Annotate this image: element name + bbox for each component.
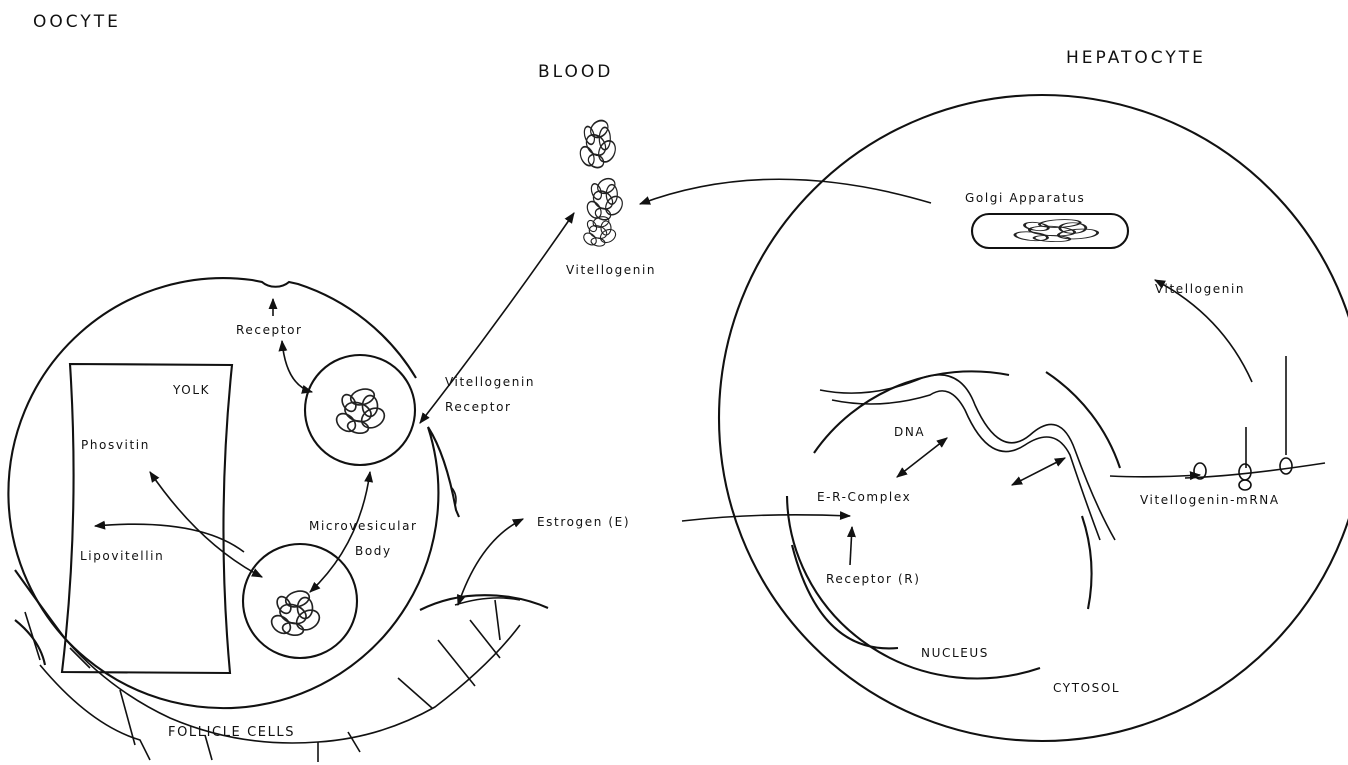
- vitellogenin-hepatocyte-label: Vitellogenin: [1155, 282, 1245, 296]
- golgi-apparatus-label: Golgi Apparatus: [965, 191, 1085, 205]
- arrow-to-lipovitellin: [95, 524, 244, 552]
- arrow-estrogen-to-oocyte: [458, 519, 523, 605]
- microvesicular-vitellogenin-icon: [268, 589, 323, 637]
- microvesicular-body-label-2: Body: [355, 544, 392, 558]
- arrow-receptor-r: [850, 527, 852, 565]
- receptor-r-label: Receptor (R): [826, 572, 920, 586]
- nucleus-label: NUCLEUS: [921, 646, 989, 660]
- vitellogenin-receptor-label-1: Vitellogenin: [445, 375, 535, 389]
- yolk-label: YOLK: [172, 383, 210, 397]
- oocyte-membrane: [8, 278, 459, 708]
- arrow-receptor-to-vesicle: [282, 341, 312, 392]
- oocyte-cell: [8, 278, 459, 708]
- arrow-er-complex-to-dna: [897, 438, 947, 477]
- dna-label: DNA: [894, 425, 925, 439]
- arrow-golgi-to-blood: [640, 179, 931, 204]
- lipovitellin-label: Lipovitellin: [80, 549, 164, 563]
- receptor-label: Receptor: [236, 323, 303, 337]
- dna-strand-2: [832, 391, 1100, 540]
- arrow-to-phosvitin: [150, 472, 262, 577]
- arrow-blood-to-oocyte: [420, 213, 574, 423]
- endocytic-vesicle: [305, 355, 415, 465]
- cytosol-label: CYTOSOL: [1053, 681, 1120, 695]
- vitellogenin-receptor-label-2: Receptor: [445, 400, 512, 414]
- arrow-dna-to-mrna: [1110, 475, 1200, 477]
- hepatocyte-label: HEPATOCYTE: [1066, 48, 1206, 68]
- arrow-estrogen-to-nucleus: [682, 515, 850, 521]
- blood-label: BLOOD: [538, 62, 613, 82]
- phosvitin-label: Phosvitin: [81, 438, 150, 452]
- blood-vitellogenin-icon: [578, 118, 618, 170]
- estrogen-label: Estrogen (E): [537, 515, 630, 529]
- blood-vitellogenin-icon-2: [585, 176, 625, 221]
- oocyte-label: OOCYTE: [33, 12, 121, 32]
- golgi-vitellogenin-icon: [1009, 218, 1104, 242]
- arrow-er-complex-to-dna-2: [1012, 458, 1065, 485]
- golgi-apparatus-body: [972, 214, 1128, 248]
- vesicle-vitellogenin-icon: [333, 387, 388, 435]
- blood-vitellogenin-icon-3: [581, 215, 618, 247]
- yolk-compartment: [62, 364, 232, 673]
- microvesicular-body-label-1: Microvesicular: [309, 519, 418, 533]
- vitellogenin-mrna-label: Vitellogenin-mRNA: [1140, 493, 1280, 507]
- vitellogenin-blood-label: Vitellogenin: [566, 263, 656, 277]
- nucleus-envelope: [787, 371, 1120, 678]
- er-complex-label: E-R-Complex: [817, 490, 911, 504]
- follicle-cells-label: FOLLICLE CELLS: [168, 725, 295, 740]
